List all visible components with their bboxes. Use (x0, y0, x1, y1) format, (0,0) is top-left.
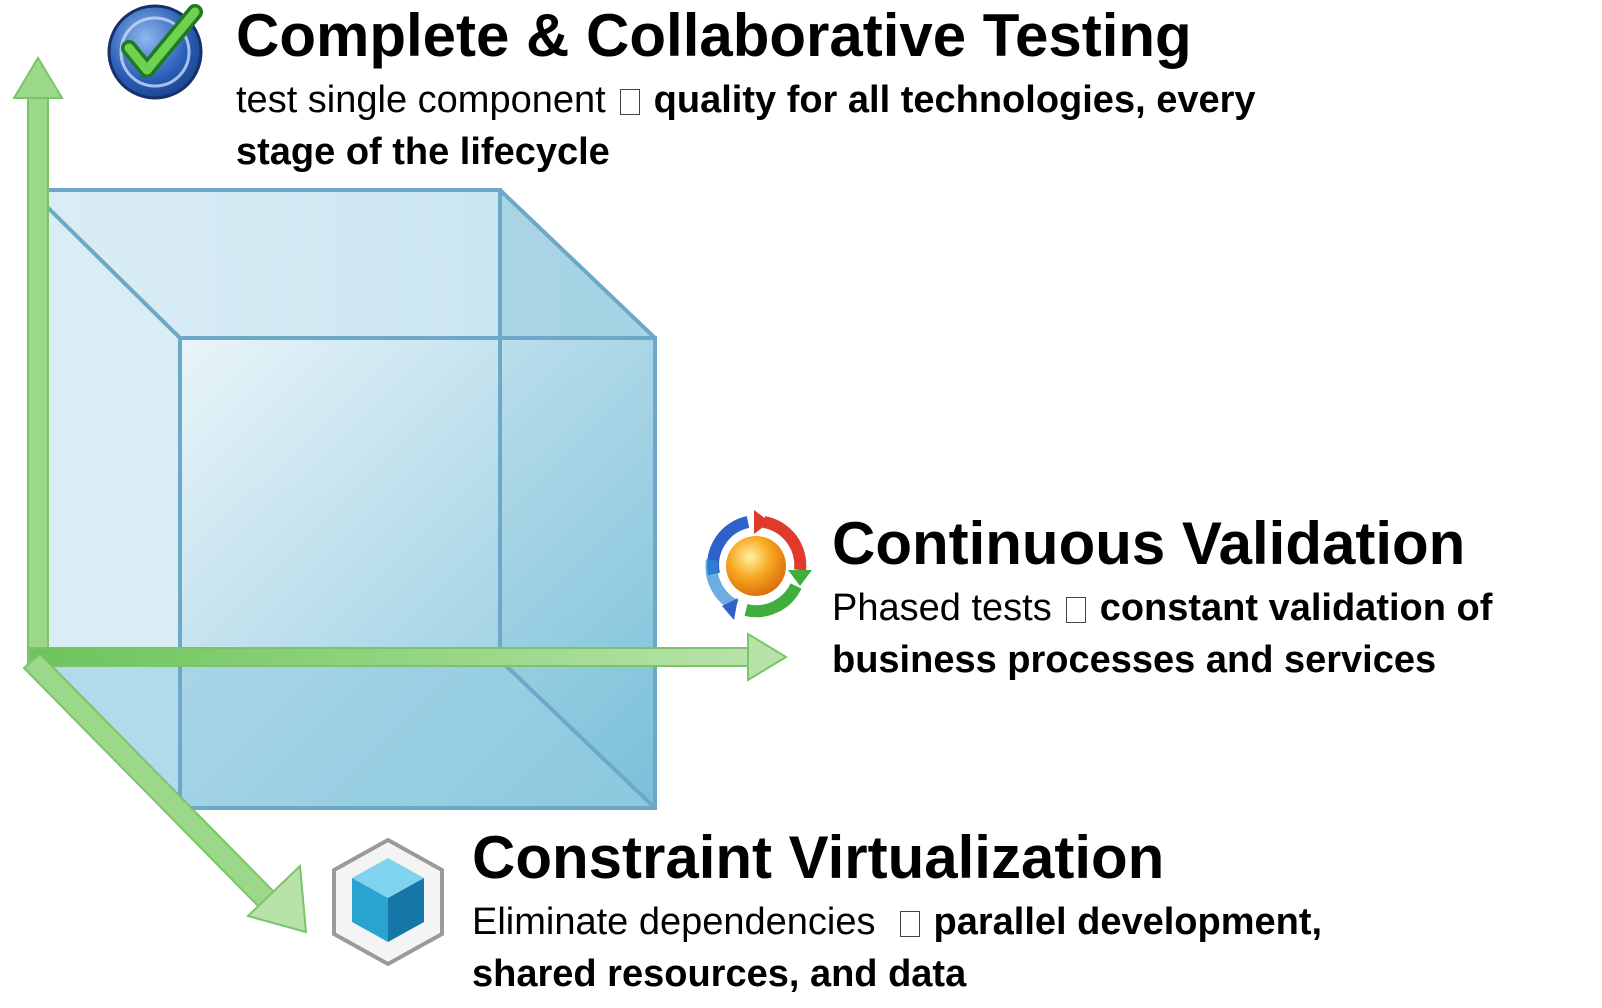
horizontal-axis-arrow (29, 632, 788, 682)
virtualization-desc-strong: parallel development, shared resources, … (472, 901, 1323, 995)
cycle-arrows-icon (705, 510, 812, 620)
blue-cube-icon (332, 837, 444, 967)
virtualization-title: Constraint Virtualization (472, 824, 1165, 891)
arrow-box-glyph (899, 911, 920, 937)
testing-title: Complete & Collaborative Testing (236, 2, 1192, 69)
validation-title: Continuous Validation (832, 510, 1466, 577)
testing-desc-plain: test single component (236, 79, 606, 121)
validation-desc-plain: Phased tests (832, 587, 1052, 629)
glass-cube (28, 188, 657, 810)
validation-desc-strong: constant validation of business processe… (832, 587, 1493, 681)
testing-section: Complete & Collaborative Testing test si… (236, 4, 1536, 178)
vertical-axis-arrow (12, 56, 64, 666)
arrow-box-glyph (1065, 597, 1086, 623)
virtualization-desc-plain: Eliminate dependencies (472, 901, 876, 943)
arrow-box-glyph (619, 89, 640, 115)
diagonal-axis-arrow (22, 652, 308, 934)
checkmark-badge-icon (107, 4, 203, 100)
testing-desc-strong: quality for all technologies, every stag… (236, 79, 1256, 173)
virtualization-section: Constraint Virtualization Eliminate depe… (472, 826, 1572, 1000)
